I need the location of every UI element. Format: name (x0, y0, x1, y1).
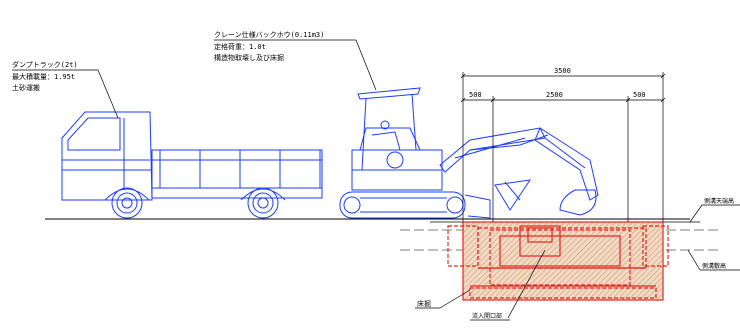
truck-capacity: 最大積載量：1.95t (12, 72, 75, 81)
dump-truck (61, 111, 323, 219)
ditch-top-label: 側溝天端高 (704, 197, 734, 205)
backhoe-name: クレーン仕様バックホウ(0.11m3) (214, 30, 324, 39)
dimension-lines (460, 72, 666, 222)
dim-middle: 2500 (546, 91, 563, 99)
ditch-top-leader (689, 204, 703, 223)
truck-name: ダンプトラック(2t) (12, 60, 78, 69)
inlet-label: 流入開口部 (472, 312, 502, 320)
backhoe-purpose: 構造物取壊し及び床掘 (214, 53, 284, 62)
backhoe-leader-line (355, 39, 377, 91)
truck-purpose: 土砂運搬 (12, 83, 40, 92)
dim-overall: 3500 (554, 67, 571, 75)
ditch-bottom-leader (687, 249, 701, 271)
truck-leader-line (97, 69, 119, 119)
excavation-label: 床掘 (417, 299, 431, 308)
inlet-leader (507, 249, 546, 319)
backhoe (339, 87, 599, 219)
ditch-bottom-label: 側溝敷高 (702, 262, 726, 270)
excavation-area (447, 221, 669, 301)
excavation-leader (439, 289, 471, 309)
dim-right: 500 (633, 91, 646, 99)
dim-left: 500 (469, 91, 482, 99)
backhoe-load: 定格荷重：1.0t (214, 42, 266, 51)
